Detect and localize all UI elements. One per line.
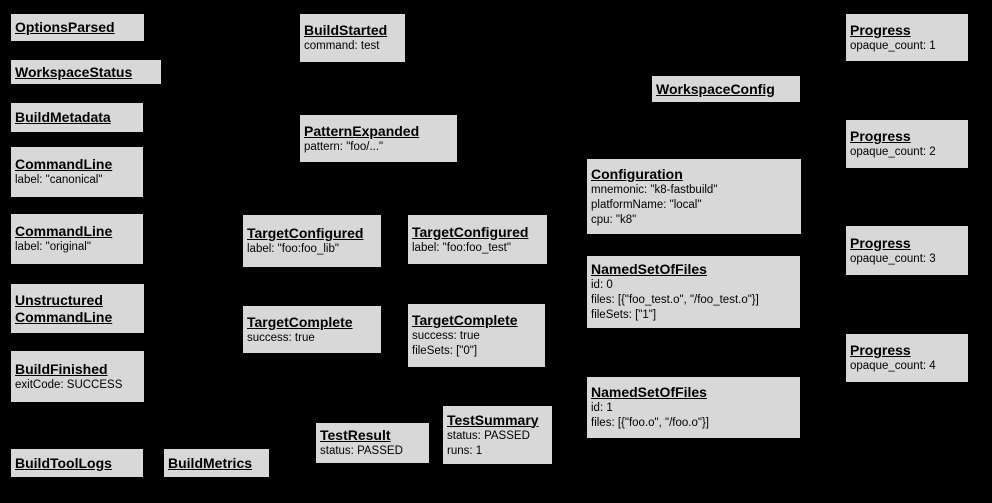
node-title: TargetConfigured — [412, 223, 529, 240]
node-progress-4: Progress opaque_count: 4 — [845, 333, 969, 383]
node-attribute: status: PASSED — [320, 445, 403, 457]
node-attribute: opaque_count: 1 — [850, 39, 936, 52]
node-build-metrics: BuildMetrics — [163, 448, 270, 478]
node-title: BuildMetrics — [168, 454, 253, 471]
node-title: Progress — [850, 21, 911, 38]
node-named-set-of-files-1: NamedSetOfFiles id: 1 files: [{"foo.o", … — [586, 376, 801, 439]
node-title: WorkspaceConfig — [656, 80, 775, 97]
node-title: BuildMetadata — [15, 109, 111, 125]
node-progress-2: Progress opaque_count: 2 — [845, 119, 969, 169]
node-attribute: opaque_count: 3 — [850, 252, 936, 265]
node-unstructured-command-line: Unstructured CommandLine — [10, 283, 145, 334]
node-title: NamedSetOfFiles — [591, 384, 707, 400]
node-attribute: fileSets: ["1"] — [591, 309, 657, 321]
node-workspace-config: WorkspaceConfig — [651, 75, 801, 103]
node-pattern-expanded: PatternExpanded pattern: "foo/..." — [299, 114, 458, 163]
node-attribute: success: true — [247, 331, 315, 344]
node-attribute: id: 1 — [591, 402, 613, 414]
node-attribute: exitCode: SUCCESS — [15, 378, 123, 391]
node-title: CommandLine — [15, 223, 113, 239]
node-attribute: opaque_count: 2 — [850, 146, 936, 158]
node-title: Progress — [850, 342, 911, 358]
node-attribute: runs: 1 — [447, 444, 483, 457]
node-command-line-canonical: CommandLine label: "canonical" — [10, 146, 144, 198]
node-attribute: label: "canonical" — [15, 174, 103, 186]
node-title: BuildStarted — [304, 22, 388, 38]
node-attribute: label: "original" — [15, 241, 91, 253]
node-progress-3: Progress opaque_count: 3 — [845, 225, 969, 276]
node-attribute: files: [{"foo.o", "/foo.o"}] — [591, 417, 709, 429]
node-target-configured-foo-test: TargetConfigured label: "foo:foo_test" — [407, 214, 548, 265]
node-title: TargetConfigured — [247, 225, 364, 241]
node-attribute: opaque_count: 4 — [850, 360, 936, 372]
node-title: TestSummary — [447, 411, 539, 428]
node-build-finished: BuildFinished exitCode: SUCCESS — [10, 350, 145, 403]
node-title: TargetComplete — [247, 313, 353, 330]
node-named-set-of-files-0: NamedSetOfFiles id: 0 files: [{"foo_test… — [586, 255, 801, 329]
node-attribute: pattern: "foo/..." — [304, 140, 384, 153]
node-build-started: BuildStarted command: test — [299, 13, 406, 63]
node-title: TargetComplete — [412, 312, 518, 328]
node-attribute: cpu: "k8" — [591, 213, 637, 226]
node-attribute: id: 0 — [591, 279, 613, 291]
node-attribute: label: "foo:foo_lib" — [247, 243, 339, 255]
node-title: TestResult — [320, 427, 391, 443]
node-title: PatternExpanded — [304, 122, 420, 139]
node-target-complete-foo-lib: TargetComplete success: true — [242, 305, 382, 354]
node-attribute: status: PASSED — [447, 429, 530, 442]
node-options-parsed: OptionsParsed — [10, 13, 145, 42]
node-workspace-status: WorkspaceStatus — [10, 59, 162, 85]
node-title: Progress — [850, 234, 911, 251]
node-title: Unstructured CommandLine — [15, 291, 113, 325]
node-build-tool-logs: BuildToolLogs — [10, 448, 144, 478]
node-attribute: files: [{"foo_test.o", "/foo_test.o"}] — [591, 294, 759, 306]
node-title: NamedSetOfFiles — [591, 261, 707, 277]
node-progress-1: Progress opaque_count: 1 — [845, 13, 969, 62]
node-command-line-original: CommandLine label: "original" — [10, 213, 144, 265]
node-attribute: command: test — [304, 40, 380, 52]
node-test-summary: TestSummary status: PASSED runs: 1 — [442, 405, 553, 465]
node-title: Progress — [850, 128, 911, 144]
node-title: BuildToolLogs — [15, 454, 112, 471]
node-attribute: success: true — [412, 330, 480, 342]
node-attribute: mnemonic: "k8-fastbuild" — [591, 183, 718, 196]
node-target-configured-foo-lib: TargetConfigured label: "foo:foo_lib" — [242, 214, 382, 268]
node-attribute: fileSets: ["0"] — [412, 345, 478, 357]
node-title: WorkspaceStatus — [15, 63, 133, 80]
node-configuration: Configuration mnemonic: "k8-fastbuild" p… — [586, 158, 802, 235]
node-test-result: TestResult status: PASSED — [315, 422, 430, 464]
node-title: CommandLine — [15, 156, 113, 172]
node-attribute: platformName: "local" — [591, 198, 702, 211]
node-title: OptionsParsed — [15, 19, 115, 35]
node-title: BuildFinished — [15, 360, 108, 377]
node-target-complete-foo-test: TargetComplete success: true fileSets: [… — [407, 303, 546, 368]
node-build-metadata: BuildMetadata — [10, 102, 144, 133]
node-attribute: label: "foo:foo_test" — [412, 241, 511, 254]
node-title: Configuration — [591, 165, 683, 182]
